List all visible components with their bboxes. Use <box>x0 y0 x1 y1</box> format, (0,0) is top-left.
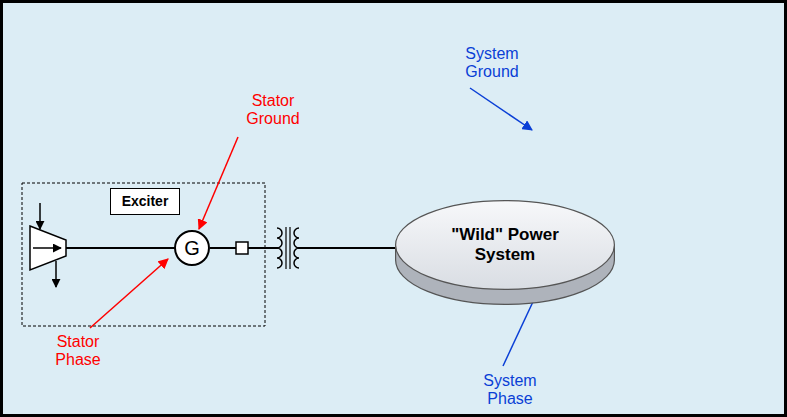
transformer-core <box>289 227 290 269</box>
node-text: "Wild" Power System <box>440 225 570 266</box>
transformer-winding <box>277 228 282 268</box>
callout-label: Stator Ground <box>246 92 299 129</box>
callout-label: Stator Phase <box>55 333 100 370</box>
leader-arrow <box>470 88 532 130</box>
shaft-line <box>66 247 175 249</box>
callout-label: System Phase <box>483 372 536 409</box>
steam-outlet-arrow <box>55 261 57 287</box>
node-text: Exciter <box>122 193 169 210</box>
breaker-symbol <box>236 242 248 254</box>
node-text: G <box>184 236 200 260</box>
transformer-winding <box>294 228 299 268</box>
flow-arrow <box>33 247 61 249</box>
leader-arrow <box>90 259 168 328</box>
turbine-symbol <box>30 226 66 270</box>
transformer-core <box>285 227 286 269</box>
plant-boundary <box>22 183 265 326</box>
power-system-disk: "Wild" Power System <box>395 200 615 305</box>
exciter-box: Exciter <box>110 188 180 215</box>
leader-arrow <box>199 137 238 229</box>
callout-label: System Ground <box>465 45 518 82</box>
generator-circle: G <box>174 230 210 266</box>
steam-inlet-arrow <box>39 203 41 229</box>
disk-top <box>396 201 615 290</box>
